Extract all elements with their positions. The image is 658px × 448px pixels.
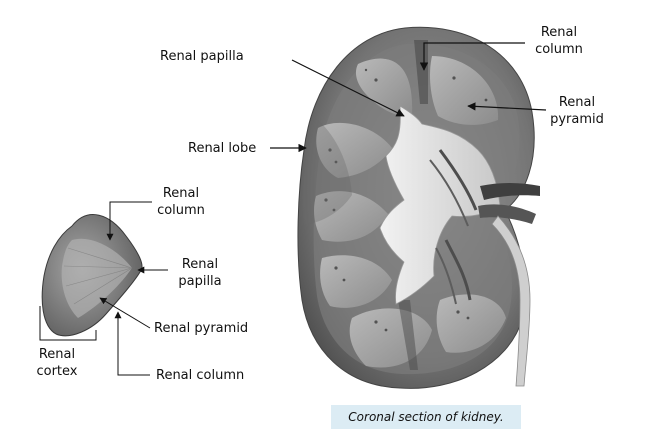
leader-lobe-renal-column-top bbox=[106, 201, 152, 241]
renal-pyramid-7 bbox=[436, 294, 506, 353]
leader-renal-papilla bbox=[291, 59, 405, 117]
cortex-vessel-dots bbox=[324, 68, 488, 332]
renal-pyramid-5 bbox=[320, 255, 392, 308]
label-renal-lobe: Renal lobe bbox=[188, 141, 257, 156]
label-renal-column-top: Renal column bbox=[535, 25, 583, 57]
label-lobe-renal-pyramid: Renal pyramid bbox=[154, 321, 249, 336]
label-lobe-renal-cortex: Renal cortex bbox=[36, 347, 78, 379]
leader-renal-pyramid bbox=[467, 102, 547, 111]
label-renal-papilla: Renal papilla bbox=[160, 49, 244, 64]
ureter bbox=[491, 215, 531, 387]
label-lobe-renal-papilla: Renal papilla bbox=[178, 257, 222, 289]
isolated-lobe-pyramid bbox=[61, 238, 132, 318]
leader-renal-column-top bbox=[419, 42, 525, 71]
renal-lobe-highlight bbox=[302, 120, 352, 225]
label-lobe-renal-column-top: Renal column bbox=[157, 186, 205, 218]
renal-vein bbox=[478, 204, 536, 224]
renal-artery bbox=[480, 183, 540, 200]
label-renal-pyramid: Renal pyramid bbox=[550, 95, 604, 127]
renal-pelvis bbox=[379, 105, 501, 305]
label-lobe-renal-column-bottom: Renal column bbox=[156, 368, 245, 383]
renal-pyramid-3 bbox=[316, 122, 392, 178]
renal-pyramid-4 bbox=[314, 191, 388, 242]
figure-caption: Coronal section of kidney. bbox=[331, 405, 521, 429]
leader-lobe-renal-column-bottom bbox=[114, 311, 150, 376]
bracket-renal-cortex bbox=[39, 306, 97, 341]
leader-lobe-renal-pyramid bbox=[99, 297, 151, 329]
renal-pyramid-1 bbox=[355, 58, 413, 117]
renal-pyramid-2 bbox=[430, 56, 499, 125]
